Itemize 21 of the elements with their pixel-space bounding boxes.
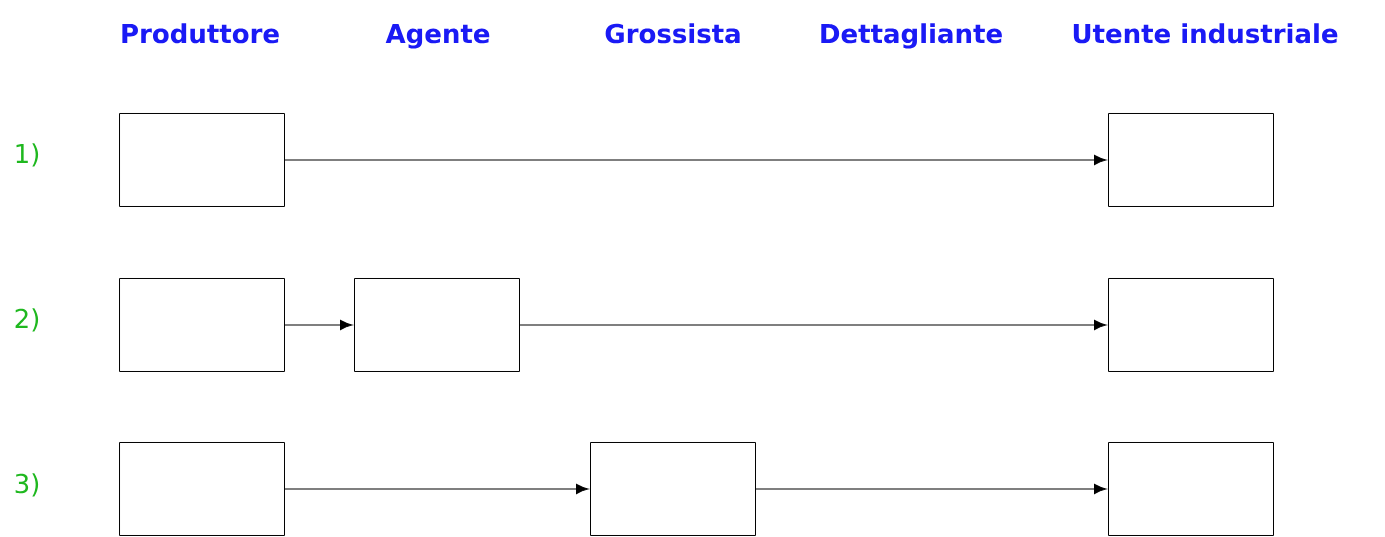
arrow [755, 483, 1107, 495]
column-heading: Agente [385, 24, 490, 49]
arrow [519, 319, 1107, 331]
arrow [284, 483, 589, 495]
column-heading: Grossista [605, 23, 740, 44]
column-heading: Utente industriale [1073, 23, 1338, 44]
arrow [284, 319, 353, 331]
empty-box [119, 113, 285, 207]
empty-box [119, 278, 285, 372]
row-number: 3) [15, 473, 39, 497]
arrow [284, 154, 1107, 165]
column-heading: Produttore [122, 23, 279, 44]
empty-box [1108, 113, 1274, 207]
row-number: 2) [15, 308, 39, 332]
empty-box [1108, 278, 1274, 372]
empty-box [590, 442, 756, 536]
empty-box [119, 442, 285, 536]
empty-box [1108, 442, 1274, 536]
empty-box [354, 278, 520, 372]
column-heading: Dettagliante [821, 23, 1002, 49]
row-number: 1) [16, 143, 39, 167]
